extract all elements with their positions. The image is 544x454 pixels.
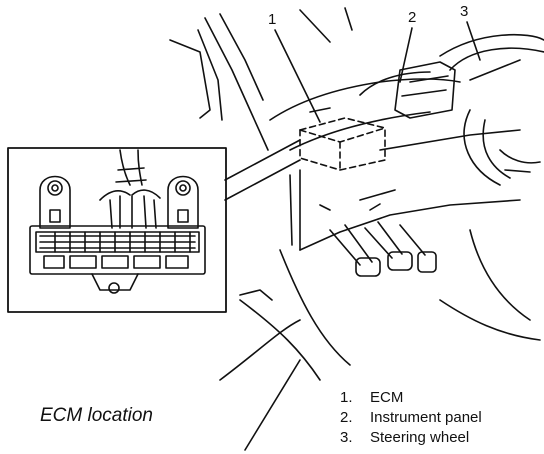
steering-wheel (394, 33, 544, 186)
legend-number: 1. (340, 389, 353, 406)
a-pillar (169, 7, 353, 151)
legend-label: Steering wheel (370, 429, 470, 446)
legend-number: 2. (340, 409, 353, 426)
pedals (329, 221, 437, 277)
legend-list: 1. ECM 2. Instrument panel 3. Steering whee… (340, 388, 482, 448)
legend-item: 3. Steering wheel (340, 428, 482, 448)
legend-item: 2. Instrument panel (340, 408, 482, 428)
ecm-detail-inset (7, 147, 227, 313)
callout-number-steering-wheel: 3 (460, 3, 469, 20)
instrument-panel (269, 59, 521, 251)
legend-number: 3. (340, 429, 353, 446)
inset-leader (224, 139, 301, 201)
legend-label: ECM (370, 389, 404, 406)
legend-label: Instrument panel (370, 409, 482, 426)
callout-number-instrument-panel: 2 (408, 9, 417, 26)
legend-item: 1. ECM (340, 388, 482, 408)
callout-leaders (274, 21, 481, 123)
floor-lines (219, 229, 541, 451)
figure-caption: ECM location (40, 405, 153, 426)
callout-number-ecm: 1 (268, 11, 277, 28)
ecm-unit (299, 107, 386, 171)
